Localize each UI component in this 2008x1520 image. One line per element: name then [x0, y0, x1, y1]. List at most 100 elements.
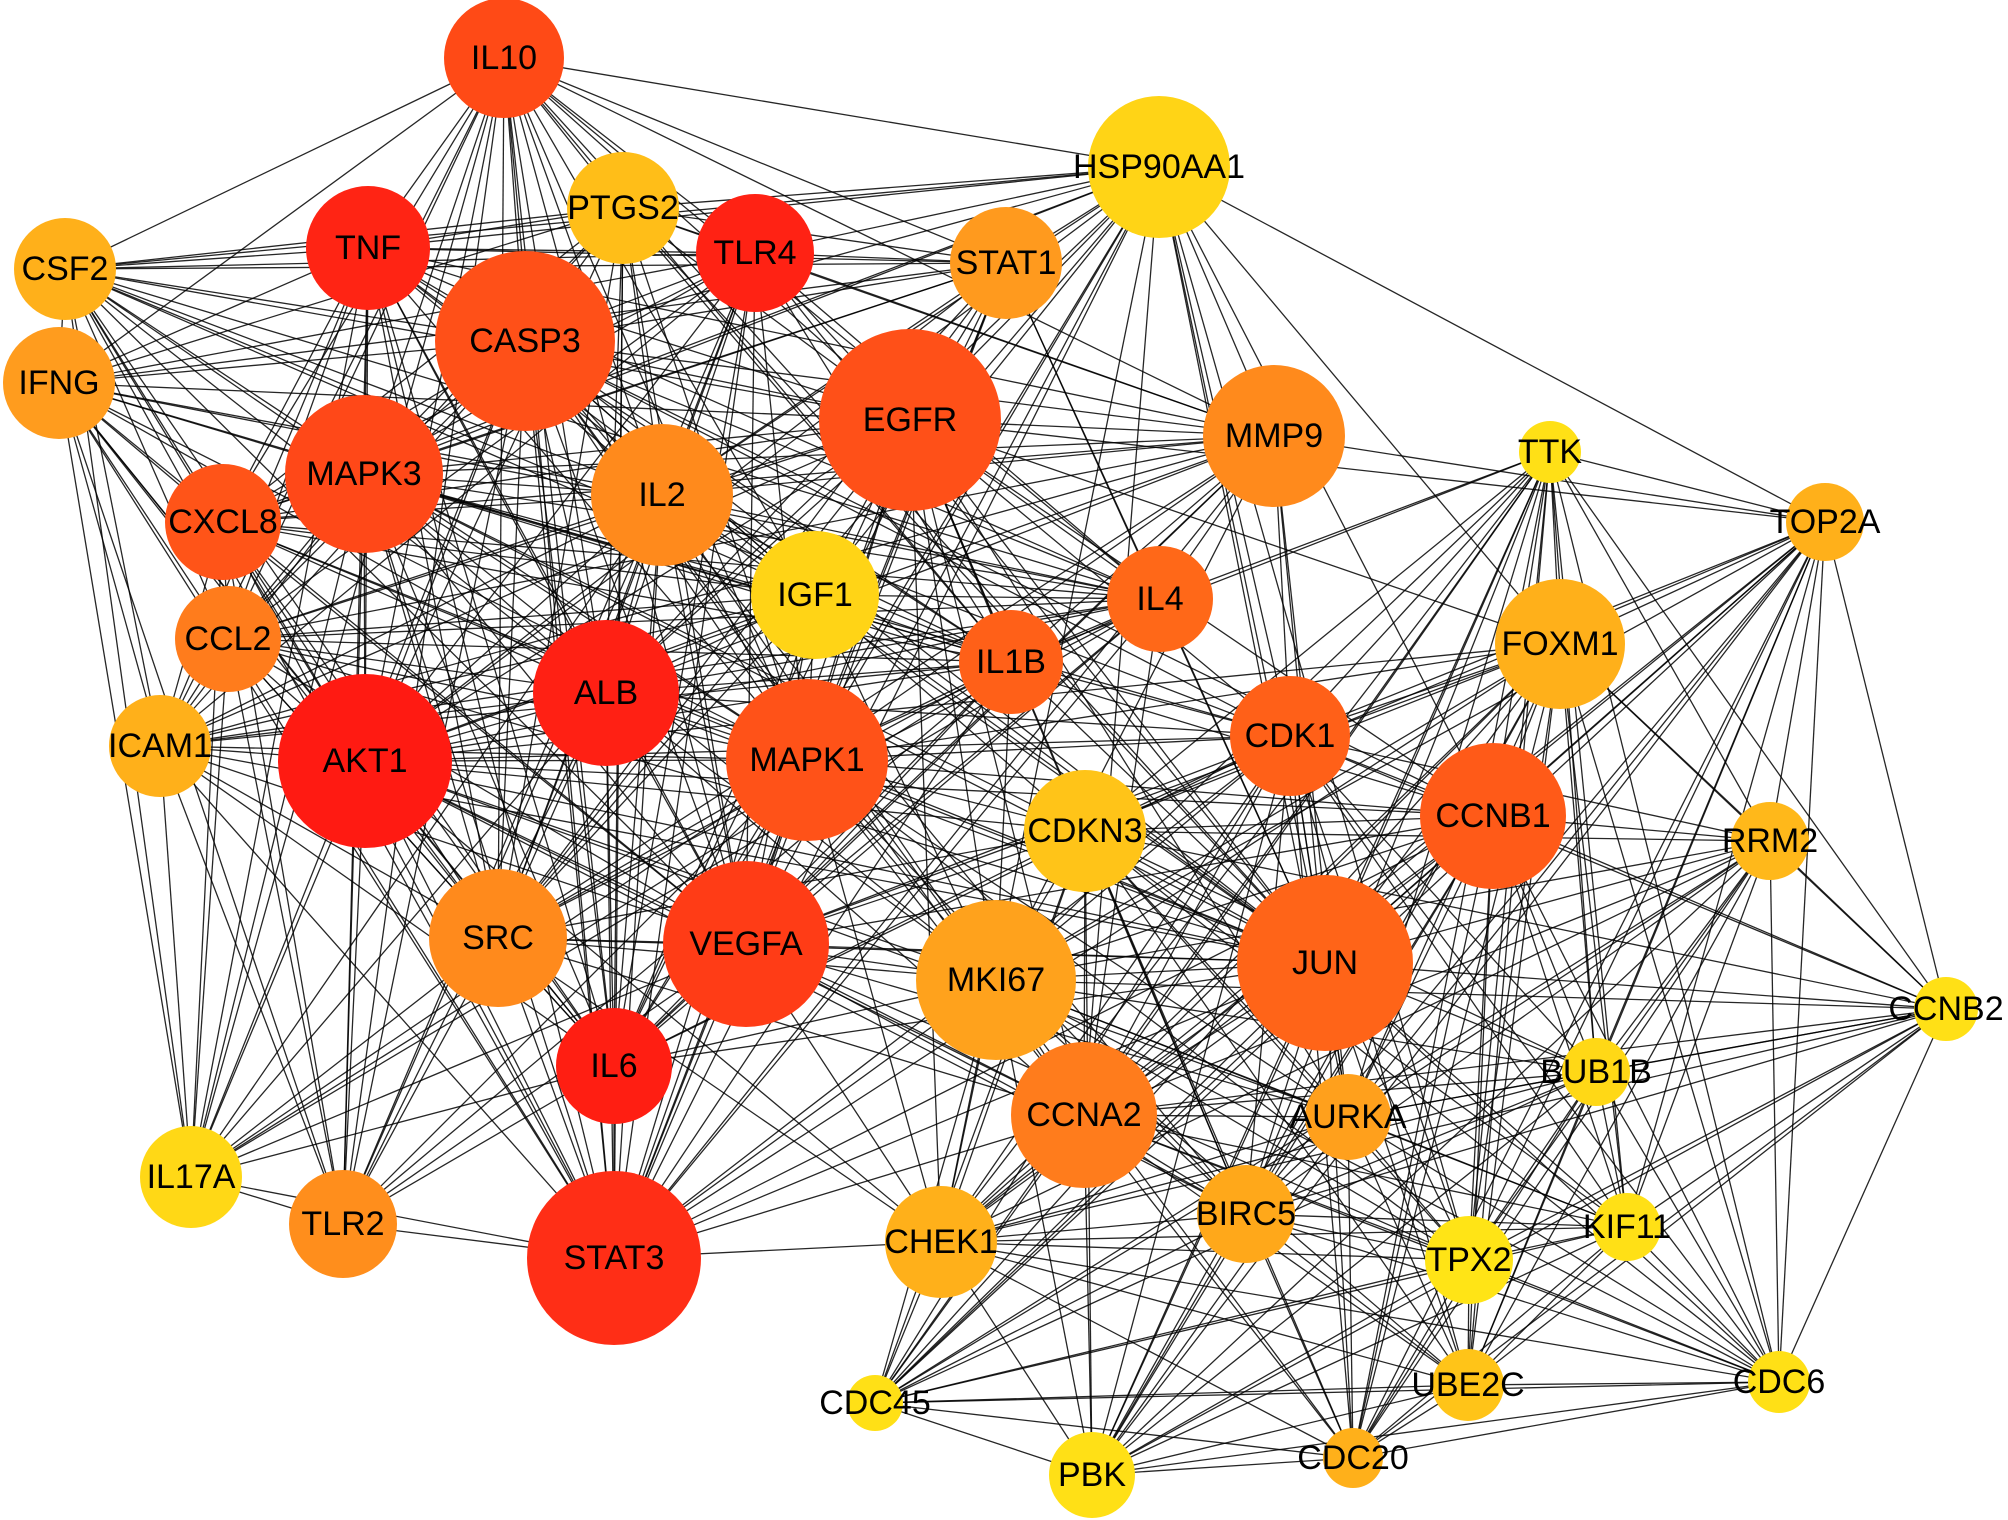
node-foxm1[interactable]: FOXM1 — [1495, 579, 1625, 709]
node-circle[interactable] — [1519, 421, 1581, 483]
node-cdc45[interactable]: CDC45 — [819, 1375, 931, 1431]
node-tpx2[interactable]: TPX2 — [1425, 1216, 1513, 1304]
node-mmp9[interactable]: MMP9 — [1203, 365, 1345, 507]
node-tnf[interactable]: TNF — [306, 186, 430, 310]
node-circle[interactable] — [3, 327, 115, 439]
node-hsp90aa1[interactable]: HSP90AA1 — [1073, 96, 1245, 238]
node-csf2[interactable]: CSF2 — [14, 218, 116, 320]
node-ube2c[interactable]: UBE2C — [1411, 1349, 1525, 1421]
node-pbk[interactable]: PBK — [1049, 1432, 1135, 1518]
node-circle[interactable] — [950, 207, 1062, 319]
node-circle[interactable] — [567, 152, 679, 264]
node-rrm2[interactable]: RRM2 — [1722, 802, 1818, 880]
node-akt1[interactable]: AKT1 — [278, 674, 452, 848]
node-circle[interactable] — [751, 531, 879, 659]
node-circle[interactable] — [1107, 546, 1213, 652]
node-circle[interactable] — [444, 0, 564, 118]
node-circle[interactable] — [819, 329, 1001, 511]
node-cdc6[interactable]: CDC6 — [1733, 1351, 1826, 1413]
node-mapk3[interactable]: MAPK3 — [285, 395, 443, 553]
node-circle[interactable] — [435, 251, 615, 431]
node-tlr4[interactable]: TLR4 — [696, 194, 814, 312]
node-circle[interactable] — [1323, 1428, 1383, 1488]
node-circle[interactable] — [1425, 1216, 1513, 1304]
node-circle[interactable] — [1914, 977, 1978, 1041]
node-icam1[interactable]: ICAM1 — [108, 695, 212, 797]
node-circle[interactable] — [1786, 483, 1864, 561]
node-mapk1[interactable]: MAPK1 — [726, 679, 888, 841]
node-top2a[interactable]: TOP2A — [1770, 483, 1881, 561]
node-circle[interactable] — [527, 1171, 701, 1345]
node-circle[interactable] — [165, 464, 281, 580]
node-circle[interactable] — [306, 186, 430, 310]
node-circle[interactable] — [14, 218, 116, 320]
node-circle[interactable] — [847, 1375, 903, 1431]
node-il17a[interactable]: IL17A — [140, 1126, 242, 1228]
node-il4[interactable]: IL4 — [1107, 546, 1213, 652]
node-circle[interactable] — [1088, 96, 1230, 238]
node-il2[interactable]: IL2 — [591, 424, 733, 566]
node-circle[interactable] — [1748, 1351, 1810, 1413]
node-circle[interactable] — [1432, 1349, 1504, 1421]
node-il10[interactable]: IL10 — [444, 0, 564, 118]
node-circle[interactable] — [1024, 770, 1146, 892]
node-ifng[interactable]: IFNG — [3, 327, 115, 439]
node-circle[interactable] — [1305, 1074, 1391, 1160]
node-casp3[interactable]: CASP3 — [435, 251, 615, 431]
node-circle[interactable] — [885, 1186, 997, 1298]
node-vegfa[interactable]: VEGFA — [663, 861, 829, 1027]
node-circle[interactable] — [726, 679, 888, 841]
node-egfr[interactable]: EGFR — [819, 329, 1001, 511]
node-ccnb2[interactable]: CCNB2 — [1888, 977, 2004, 1041]
node-circle[interactable] — [289, 1170, 397, 1278]
node-circle[interactable] — [278, 674, 452, 848]
node-circle[interactable] — [1203, 365, 1345, 507]
node-circle[interactable] — [556, 1008, 672, 1124]
node-cxcl8[interactable]: CXCL8 — [165, 464, 281, 580]
node-circle[interactable] — [140, 1126, 242, 1228]
node-circle[interactable] — [1237, 875, 1413, 1051]
node-stat3[interactable]: STAT3 — [527, 1171, 701, 1345]
node-jun[interactable]: JUN — [1237, 875, 1413, 1051]
node-circle[interactable] — [696, 194, 814, 312]
node-mki67[interactable]: MKI67 — [916, 900, 1076, 1060]
node-stat1[interactable]: STAT1 — [950, 207, 1062, 319]
node-ptgs2[interactable]: PTGS2 — [567, 152, 679, 264]
node-circle[interactable] — [175, 586, 281, 692]
node-il6[interactable]: IL6 — [556, 1008, 672, 1124]
node-circle[interactable] — [1593, 1193, 1661, 1261]
node-aurka[interactable]: AURKA — [1289, 1074, 1407, 1160]
node-circle[interactable] — [285, 395, 443, 553]
node-chek1[interactable]: CHEK1 — [884, 1186, 998, 1298]
node-igf1[interactable]: IGF1 — [751, 531, 879, 659]
node-circle[interactable] — [591, 424, 733, 566]
node-alb[interactable]: ALB — [533, 620, 679, 766]
node-il1b[interactable]: IL1B — [959, 610, 1063, 714]
node-src[interactable]: SRC — [429, 869, 567, 1007]
node-circle[interactable] — [533, 620, 679, 766]
node-bub1b[interactable]: BUB1B — [1540, 1038, 1652, 1106]
node-circle[interactable] — [663, 861, 829, 1027]
node-birc5[interactable]: BIRC5 — [1196, 1165, 1296, 1263]
node-circle[interactable] — [429, 869, 567, 1007]
node-tlr2[interactable]: TLR2 — [289, 1170, 397, 1278]
node-circle[interactable] — [1197, 1165, 1295, 1263]
node-cdc20[interactable]: CDC20 — [1297, 1428, 1409, 1488]
node-cdkn3[interactable]: CDKN3 — [1024, 770, 1146, 892]
node-circle[interactable] — [1731, 802, 1809, 880]
node-circle[interactable] — [1230, 676, 1350, 796]
node-cdk1[interactable]: CDK1 — [1230, 676, 1350, 796]
node-ccl2[interactable]: CCL2 — [175, 586, 281, 692]
node-ccna2[interactable]: CCNA2 — [1011, 1042, 1157, 1188]
node-circle[interactable] — [916, 900, 1076, 1060]
node-ccnb1[interactable]: CCNB1 — [1420, 743, 1566, 889]
node-circle[interactable] — [1562, 1038, 1630, 1106]
node-circle[interactable] — [109, 695, 211, 797]
node-kif11[interactable]: KIF11 — [1583, 1193, 1671, 1261]
node-ttk[interactable]: TTK — [1518, 421, 1583, 483]
node-circle[interactable] — [1049, 1432, 1135, 1518]
node-circle[interactable] — [1420, 743, 1566, 889]
node-circle[interactable] — [1495, 579, 1625, 709]
node-circle[interactable] — [959, 610, 1063, 714]
node-circle[interactable] — [1011, 1042, 1157, 1188]
